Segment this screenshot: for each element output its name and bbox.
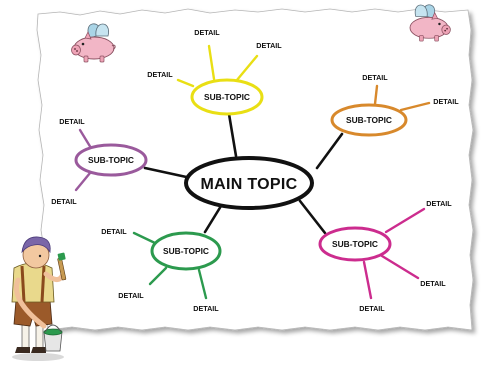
detail-branch bbox=[74, 171, 92, 192]
detail-branch bbox=[197, 268, 208, 300]
detail-branch bbox=[148, 266, 168, 286]
detail-branch bbox=[380, 254, 420, 280]
subtopic-label: SUB-TOPIC bbox=[332, 239, 378, 249]
subtopic-label: SUB-TOPIC bbox=[346, 115, 392, 125]
detail-label: DETAIL bbox=[426, 199, 452, 208]
subtopic-group-purple: SUB-TOPIC DETAIL DETAIL bbox=[51, 117, 148, 206]
detail-label: DETAIL bbox=[59, 117, 85, 126]
detail-label: DETAIL bbox=[147, 70, 173, 79]
detail-branch bbox=[399, 101, 431, 112]
detail-branch bbox=[176, 78, 195, 88]
subtopic-group-orange: SUB-TOPIC DETAIL DETAIL bbox=[330, 73, 459, 137]
detail-label: DETAIL bbox=[118, 291, 144, 300]
subtopic-label: SUB-TOPIC bbox=[204, 92, 250, 102]
subtopic-node bbox=[150, 231, 222, 271]
flying-pig-icon bbox=[71, 23, 116, 63]
child-painting-icon bbox=[11, 236, 67, 361]
subtopic-label: SUB-TOPIC bbox=[163, 246, 209, 256]
detail-label: DETAIL bbox=[420, 279, 446, 288]
flying-pig-icon bbox=[409, 4, 451, 42]
detail-label: DETAIL bbox=[256, 41, 282, 50]
detail-label: DETAIL bbox=[51, 197, 77, 206]
detail-branch bbox=[235, 54, 259, 82]
main-topic-label: MAIN TOPIC bbox=[201, 176, 298, 193]
detail-label: DETAIL bbox=[193, 304, 219, 313]
subtopic-node bbox=[318, 226, 392, 262]
subtopic-node bbox=[330, 103, 408, 137]
detail-branch bbox=[132, 231, 157, 245]
subtopic-group-yellow: SUB-TOPIC DETAIL DETAIL DETAIL bbox=[147, 28, 282, 116]
detail-branch bbox=[384, 207, 426, 234]
detail-label: DETAIL bbox=[101, 227, 127, 236]
detail-branch bbox=[207, 44, 216, 81]
detail-label: DETAIL bbox=[362, 73, 388, 82]
detail-branch bbox=[78, 128, 93, 150]
subtopic-label: SUB-TOPIC bbox=[88, 155, 134, 165]
subtopic-node bbox=[74, 143, 148, 177]
subtopic-group-green: SUB-TOPIC DETAIL DETAIL DETAIL bbox=[101, 227, 222, 313]
subtopic-group-magenta: SUB-TOPIC DETAIL DETAIL DETAIL bbox=[318, 199, 452, 313]
detail-branch bbox=[362, 260, 373, 300]
main-connectors bbox=[143, 112, 344, 235]
detail-label: DETAIL bbox=[433, 97, 459, 106]
main-topic-node bbox=[184, 156, 314, 210]
detail-label: DETAIL bbox=[359, 304, 385, 313]
detail-branch bbox=[373, 84, 379, 106]
main-topic-group: MAIN TOPIC bbox=[184, 156, 314, 210]
subtopic-node bbox=[190, 78, 264, 116]
detail-label: DETAIL bbox=[194, 28, 220, 37]
